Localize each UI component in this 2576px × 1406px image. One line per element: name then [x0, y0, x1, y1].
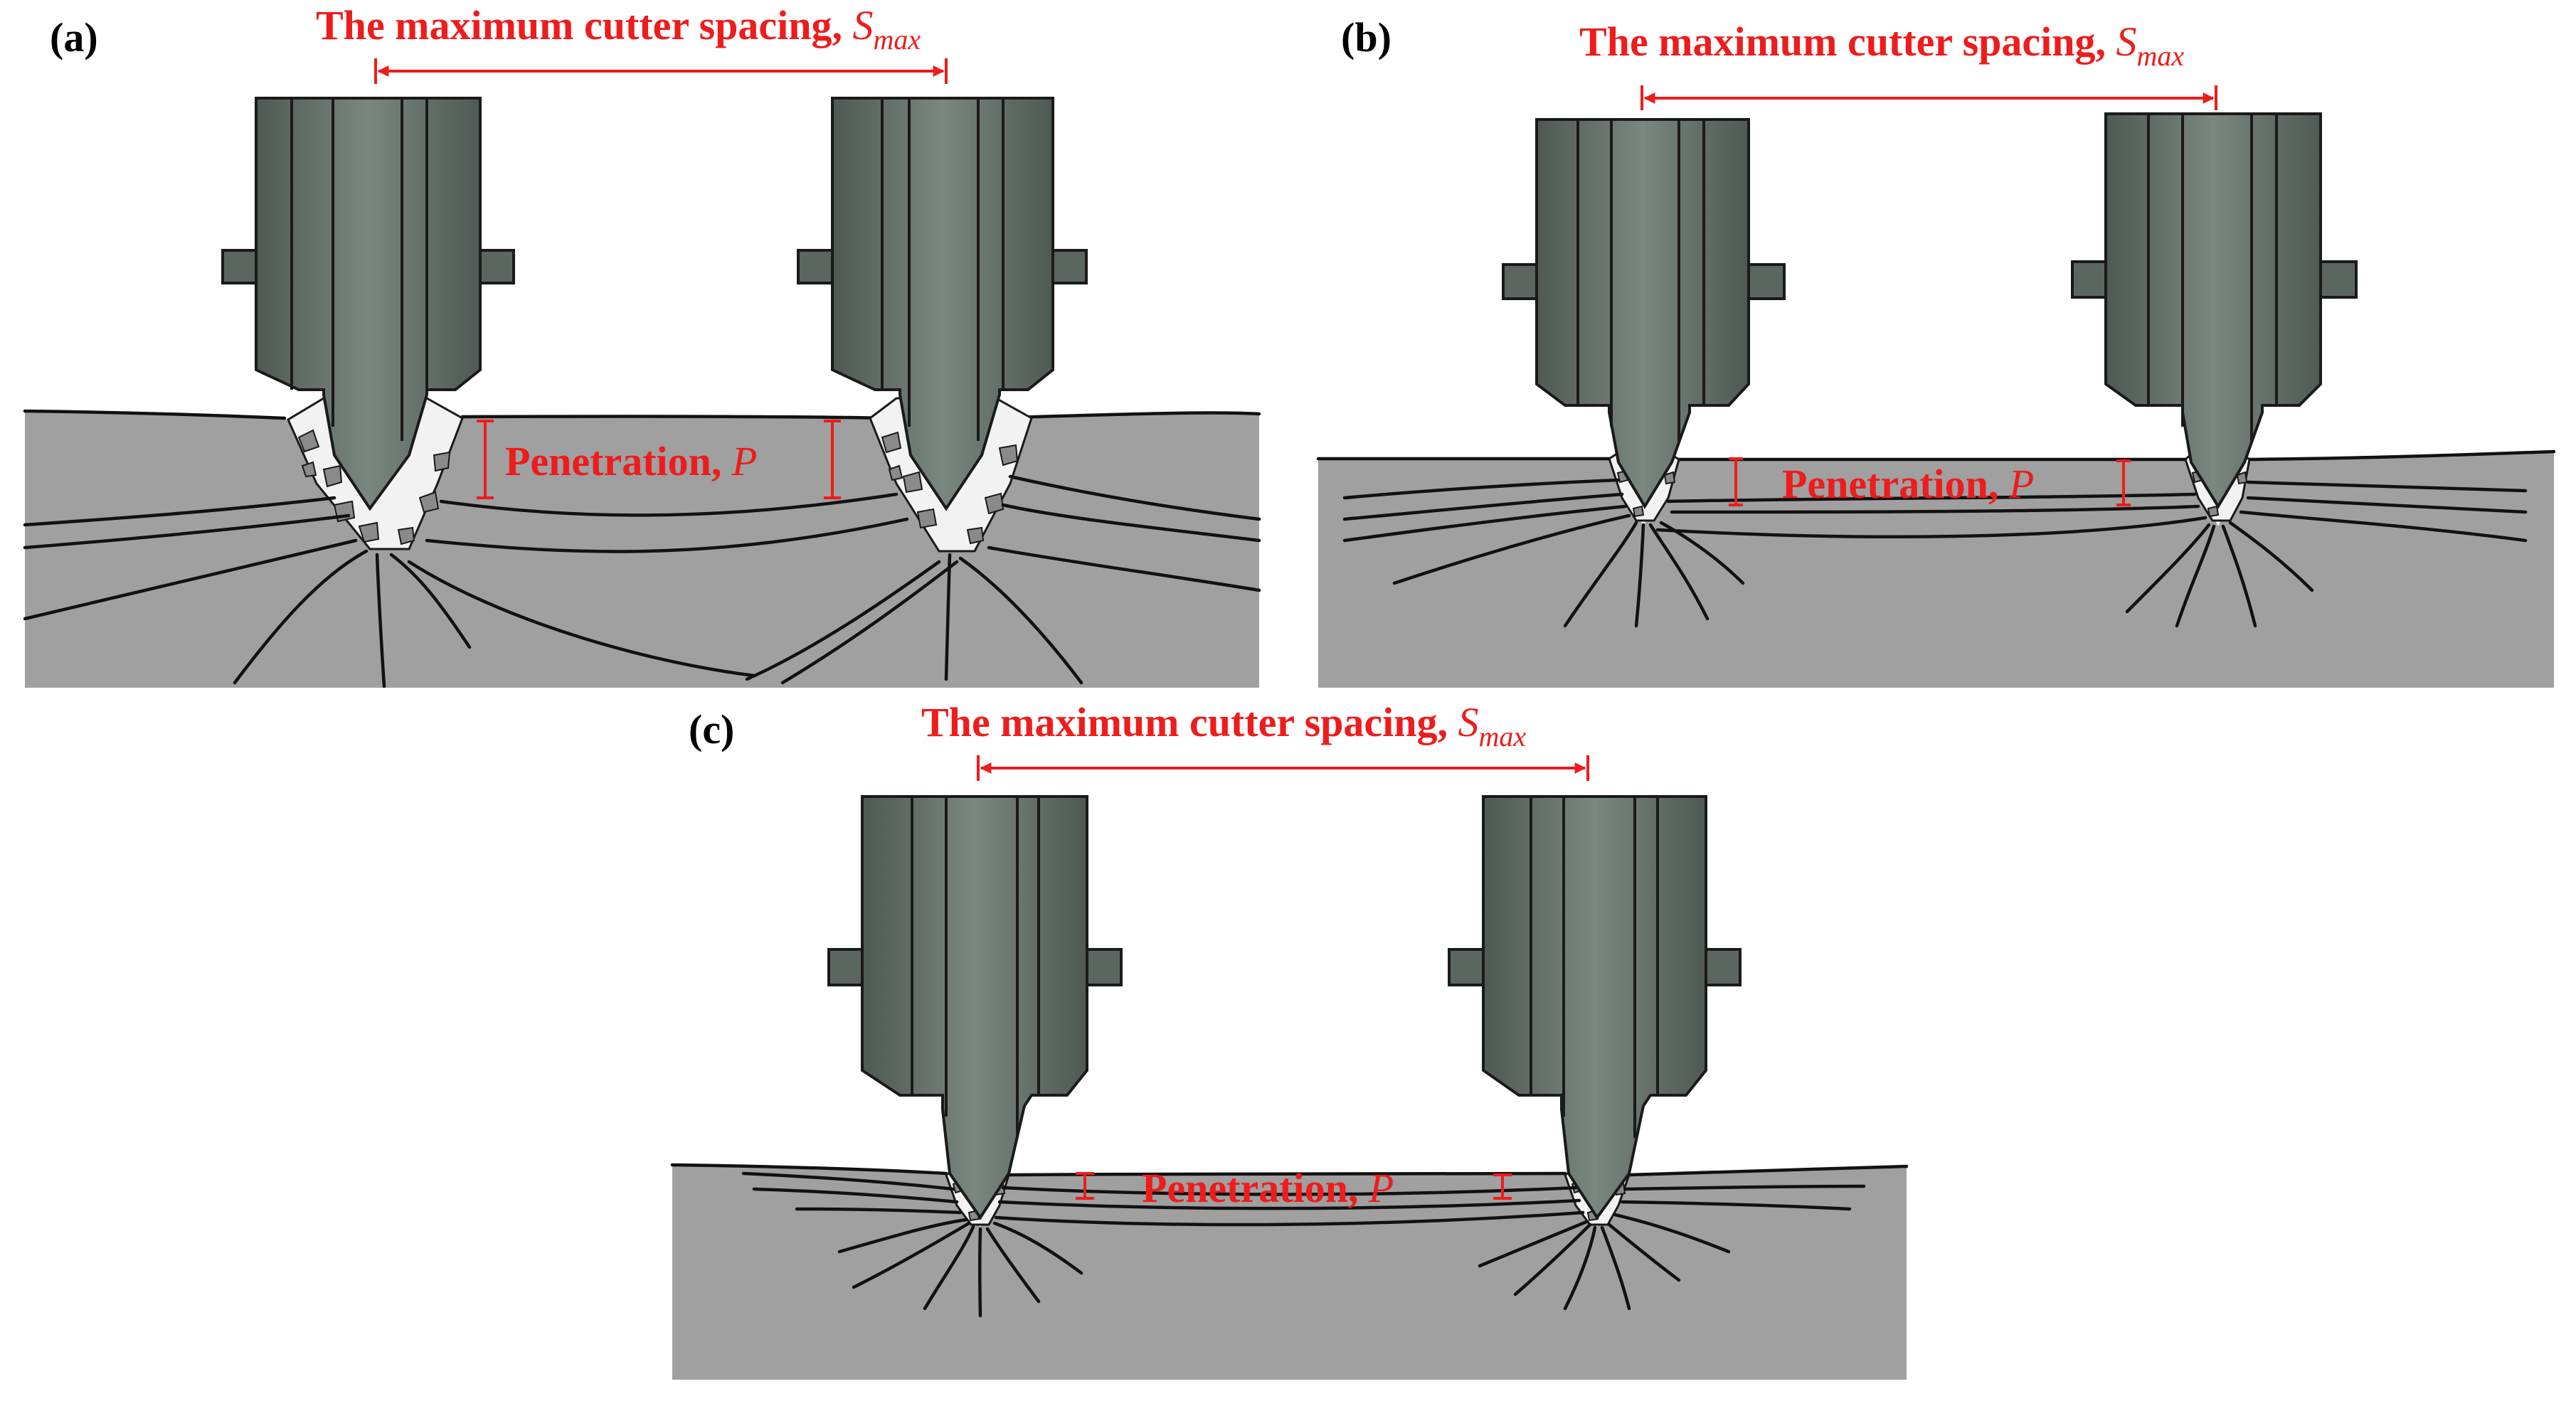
cracks-a [23, 474, 1261, 688]
spacing-dimension-a [374, 58, 948, 84]
cutter-left-a [221, 97, 515, 511]
penetration-label-b: Penetration, P [1782, 461, 2034, 507]
rock-surface-b [1316, 449, 2556, 462]
cutter-left-c [827, 795, 1123, 1220]
spacing-title-b: The maximum cutter spacing, Smax [1579, 18, 2184, 72]
spacing-dimension-b [1641, 85, 2217, 110]
cracks-c [741, 1171, 1866, 1318]
penetration-marker-right-b [2116, 459, 2131, 506]
penetration-marker-left-a [477, 420, 494, 499]
penetration-marker-right-a [824, 420, 841, 499]
rock-block-b [1318, 452, 2554, 688]
panel-a: (a) The maximum cutter spacing, Smax Pen… [23, 2, 1261, 688]
cutter-right-b [2071, 112, 2358, 509]
spacing-title-c: The maximum cutter spacing, Smax [921, 699, 1526, 752]
penetration-marker-left-b [1729, 457, 1743, 506]
panel-c: (c) The maximum cutter spacing, Smax Pen… [670, 699, 1909, 1380]
panel-label-a: (a) [50, 14, 98, 60]
panel-b: (b) The maximum cutter spacing, Smax Pen… [1316, 14, 2556, 688]
penetration-marker-left-c [1076, 1172, 1094, 1200]
spacing-title-a: The maximum cutter spacing, Smax [316, 2, 921, 55]
cutter-right-a [797, 97, 1088, 511]
cracks-b [1342, 478, 2528, 628]
penetration-marker-right-c [1493, 1173, 1512, 1200]
panel-label-b: (b) [1341, 14, 1392, 60]
rock-surface-a [23, 409, 1261, 420]
cutter-left-b [1502, 118, 1786, 509]
panel-label-c: (c) [689, 706, 734, 752]
spacing-dimension-c [977, 755, 1589, 781]
cutter-right-c [1448, 795, 1742, 1220]
rock-chips-a [297, 429, 1019, 545]
penetration-label-a: Penetration, P [505, 438, 757, 484]
rock-block-c [672, 1165, 1907, 1380]
penetration-label-c: Penetration, P [1142, 1165, 1394, 1211]
